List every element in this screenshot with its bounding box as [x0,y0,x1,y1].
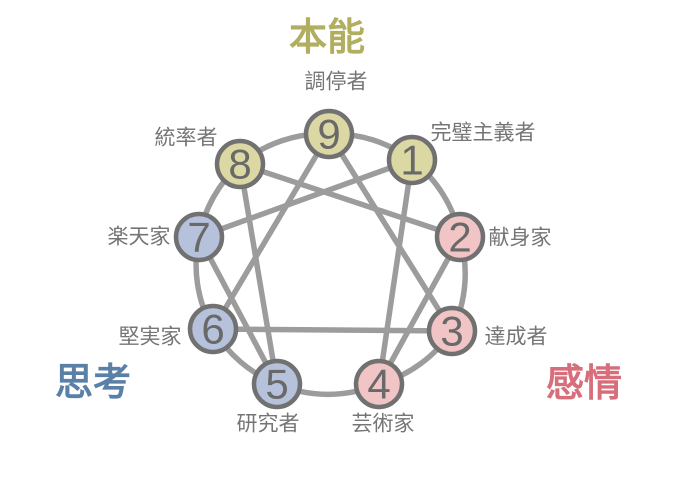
node-7-circle [173,211,225,263]
node-2: 2 [434,211,486,263]
node-4-circle [353,358,405,410]
outer-ring [193,131,468,397]
node-5-circle [251,358,303,410]
hexad-line-8-5 [237,161,280,387]
node-label-6: 堅実家 [119,326,182,349]
triangle-line-9-3 [326,131,455,334]
node-1: 1 [386,134,438,186]
node-4: 4 [353,358,405,410]
node-7-number: 7 [187,214,210,261]
node-3: 3 [426,305,478,357]
hexad-line-2-8 [237,161,463,240]
node-label-7: 楽天家 [108,226,171,249]
triangle-line-3-6 [210,326,455,334]
node-label-1: 完璧主義者 [431,122,536,145]
node-label-5: 研究者 [237,413,300,436]
node-label-2: 献身家 [489,227,552,250]
node-label-8: 統率者 [155,127,218,150]
node-9: 9 [303,108,355,160]
node-7: 7 [173,211,225,263]
group-title-feeling: 感情 [546,363,622,405]
hexad-line-4-2 [376,234,463,387]
node-label-4: 芸術家 [352,413,415,436]
node-5-number: 5 [265,361,288,408]
node-8: 8 [214,138,266,190]
node-5: 5 [251,358,303,410]
node-label-9: 調停者 [305,71,368,94]
group-title-thinking: 思考 [55,362,131,404]
hexad-line-1-4 [376,157,415,387]
node-8-number: 8 [228,141,251,188]
node-2-circle [434,211,486,263]
hexad-line-7-1 [196,157,415,240]
node-1-circle [386,134,438,186]
node-6: 6 [187,303,239,355]
node-4-number: 4 [367,361,390,408]
node-6-number: 6 [201,306,224,353]
hexad-line-5-7 [196,234,280,387]
node-2-number: 2 [448,214,471,261]
group-title-instinct: 本能 [289,17,365,59]
node-9-number: 9 [317,111,340,158]
node-9-circle [303,108,355,160]
node-3-circle [426,305,478,357]
node-8-circle [214,138,266,190]
node-6-circle [187,303,239,355]
node-3-number: 3 [440,308,463,355]
node-label-3: 達成者 [485,326,548,349]
node-1-number: 1 [400,137,423,184]
